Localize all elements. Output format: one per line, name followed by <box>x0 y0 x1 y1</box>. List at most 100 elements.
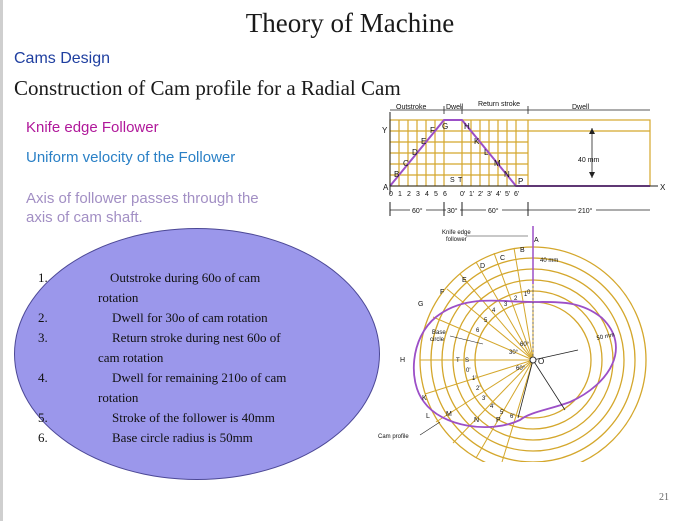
point-h: H <box>464 122 470 131</box>
point-c: C <box>403 159 409 168</box>
top-label-dwell: Dwell <box>446 104 464 111</box>
tick-5p: 5' <box>505 191 510 198</box>
tick-t: T <box>458 177 463 184</box>
cam-point-d: D <box>480 263 485 270</box>
cam-point-k: K <box>422 395 427 402</box>
tick-3p: 3' <box>487 191 492 198</box>
list-text: cam rotation <box>98 350 164 365</box>
div-2p: 2' <box>476 386 480 392</box>
list-number: 5. <box>38 410 48 425</box>
follower-label-2: follower <box>446 237 467 243</box>
list-number: 6. <box>38 430 48 445</box>
point-e: E <box>421 137 426 146</box>
point-a: A <box>383 183 389 192</box>
dwell-s: S <box>465 358 469 364</box>
point-b: B <box>394 170 399 179</box>
zero-prime-mark: 0' <box>466 368 470 374</box>
cam-point-m: M <box>446 411 452 418</box>
angle-60-b: 60° <box>516 366 526 372</box>
point-p: P <box>518 177 523 186</box>
list-text: Return stroke during nest 60o of <box>112 330 281 345</box>
point-n: N <box>504 170 510 179</box>
tick-0: 0 <box>389 191 393 198</box>
tick-6p: 6' <box>514 191 519 198</box>
list-number: 1. <box>38 270 48 285</box>
axis-note-line-2: axis of cam shaft. <box>26 209 143 226</box>
tick-5: 5 <box>434 191 438 198</box>
centre-label: O <box>538 357 544 366</box>
cam-profile-curve <box>413 299 617 428</box>
top-label-outstroke: Outstroke <box>396 104 426 111</box>
cam-point-l: L <box>426 413 430 420</box>
motion-type-label: Uniform velocity of the Follower <box>26 149 236 166</box>
division-radials <box>420 246 534 462</box>
tick-0p: 0' <box>460 191 465 198</box>
div-1p: 1' <box>472 376 476 382</box>
list-number: 3. <box>38 330 48 345</box>
div-2: 2 <box>514 296 518 302</box>
cam-profile-diagram: Knife edge follower 40 mm 50 mm Base cir… <box>378 226 647 462</box>
list-number: 4. <box>38 370 48 385</box>
axis-note: Axis of follower passes through the axis… <box>26 189 326 227</box>
list-text: Stroke of the follower is 40mm <box>112 410 275 425</box>
tick-4p: 4' <box>496 191 501 198</box>
stroke-label: 40 mm <box>578 157 600 164</box>
cam-point-b: B <box>520 247 525 254</box>
tick-3: 3 <box>416 191 420 198</box>
slide-heading: Construction of Cam profile for a Radial… <box>14 76 401 100</box>
axis-x-label: X <box>660 183 666 192</box>
top-label-dwell-2: Dwell <box>572 104 590 111</box>
angle-dwell: 30° <box>447 207 458 215</box>
list-text: Base circle radius is 50mm <box>112 430 253 445</box>
displacement-diagram: Outstroke Dwell Return stroke Dwell Y X … <box>382 101 666 216</box>
tick-s: S <box>450 177 455 184</box>
page-number: 21 <box>659 492 669 503</box>
cam-point-n: N <box>474 417 479 424</box>
specification-ellipse <box>14 228 380 480</box>
div-3: 3 <box>504 302 508 308</box>
list-text: Dwell for remaining 210o of cam <box>112 370 287 385</box>
section-label: Cams Design <box>14 50 111 67</box>
slide-title: Theory of Machine <box>245 8 455 38</box>
cam-stroke-label: 40 mm <box>540 258 558 264</box>
tick-1: 1 <box>398 191 402 198</box>
angle-return: 60° <box>488 207 499 215</box>
left-edge-bar <box>0 0 3 521</box>
cam-profile-label: Cam profile <box>378 434 409 440</box>
list-text: rotation <box>98 390 139 405</box>
axis-note-line-1: Axis of follower passes through the <box>26 190 259 207</box>
div-3p: 3' <box>482 396 486 402</box>
point-k: K <box>474 137 480 146</box>
dwell-t: T <box>456 358 460 364</box>
base-circle-label-2: circle <box>430 337 445 343</box>
div-1: 1 <box>524 292 528 298</box>
tick-4: 4 <box>425 191 429 198</box>
div-5: 5 <box>484 318 488 324</box>
div-6: 6 <box>476 328 480 334</box>
cam-point-g: G <box>418 301 423 308</box>
point-g: G <box>442 122 448 131</box>
radius-label: 50 mm <box>596 332 615 342</box>
diagram-grid <box>389 119 651 187</box>
list-text: Outstroke during 60o of cam <box>110 270 261 285</box>
follower-type-label: Knife edge Follower <box>26 119 159 136</box>
point-d: D <box>412 148 418 157</box>
cam-point-e: E <box>462 277 467 284</box>
cam-point-h: H <box>400 357 405 364</box>
follower-label-1: Knife edge <box>442 230 471 236</box>
div-4: 4 <box>492 308 496 314</box>
point-l: L <box>484 148 489 157</box>
cam-point-f: F <box>440 289 444 296</box>
angle-60-a: 60° <box>520 342 530 348</box>
tick-2p: 2' <box>478 191 483 198</box>
point-m: M <box>494 159 501 168</box>
angle-30: 30° <box>509 350 519 356</box>
div-6p: 6' <box>510 414 514 420</box>
div-4p: 4' <box>490 404 494 410</box>
base-circle-label-1: Base <box>432 330 446 336</box>
cam-point-a: A <box>534 237 539 244</box>
cam-point-p: P <box>496 417 501 424</box>
cam-centre <box>529 356 537 364</box>
div-5p: 5' <box>500 410 504 416</box>
angle-outstroke: 60° <box>412 207 423 215</box>
